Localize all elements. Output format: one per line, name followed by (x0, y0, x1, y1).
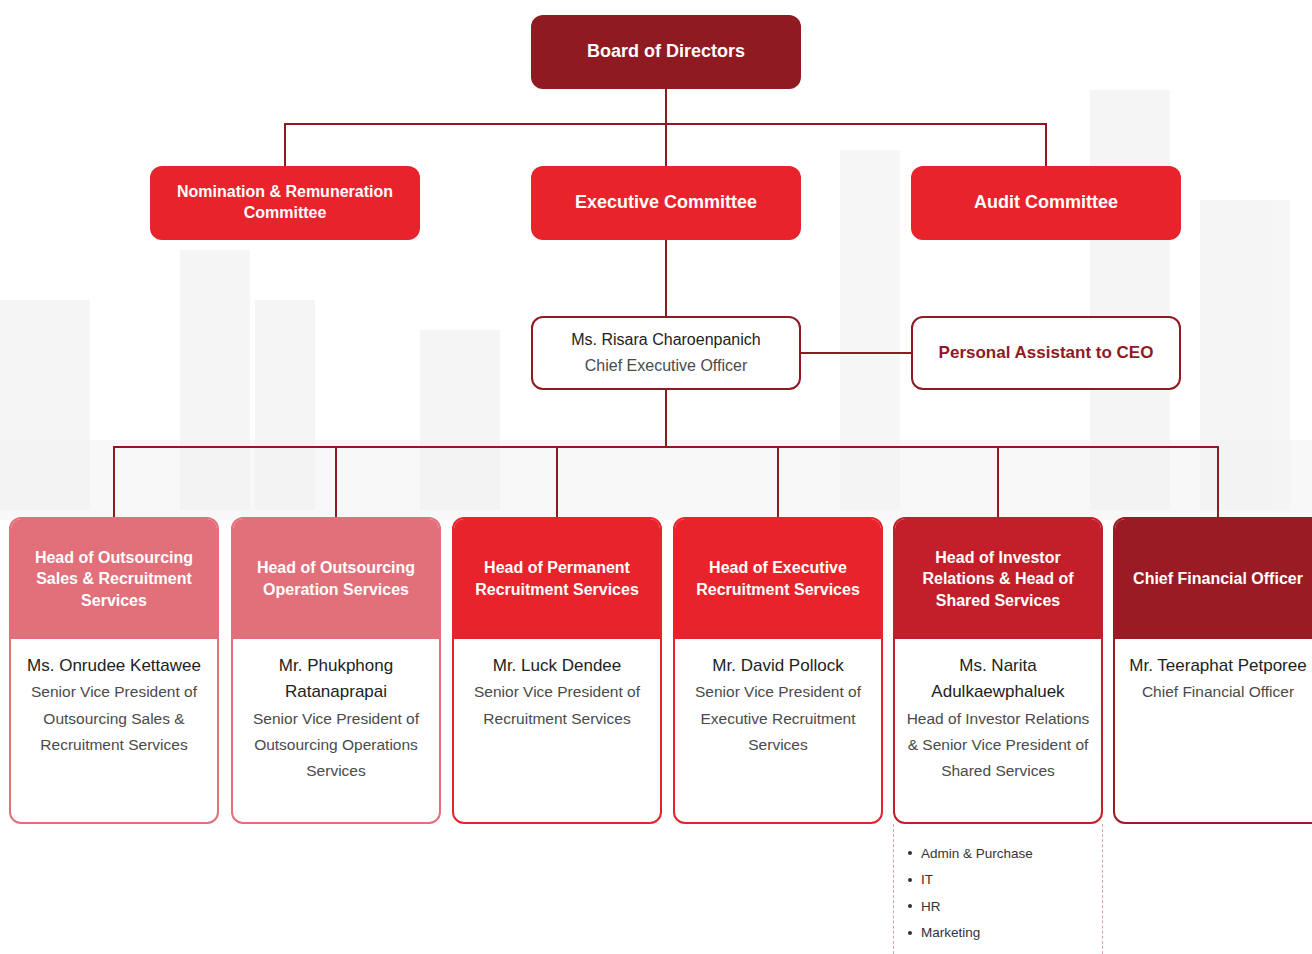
box-label: Executive Committee (575, 191, 757, 214)
person-title: Senior Vice President of Executive Recru… (683, 679, 873, 758)
committee-box: Nomination & Remuneration Committee (150, 166, 420, 240)
card-header: Head of Outsourcing Sales & Recruitment … (11, 519, 217, 639)
role-heading: Head of Executive Recruitment Services (687, 557, 869, 600)
org-connector (801, 352, 911, 354)
bullet-dot (908, 851, 912, 855)
executive-card: Head of Investor Relations & Head of Sha… (893, 517, 1103, 824)
card-body: Ms. Onrudee KettaweeSenior Vice Presiden… (11, 639, 217, 822)
card-header: Chief Financial Officer (1115, 519, 1312, 639)
executive-card: Chief Financial OfficerMr. Teeraphat Pet… (1113, 517, 1312, 824)
box-label: Personal Assistant to CEO (939, 342, 1154, 364)
list-item: IT (921, 872, 933, 887)
committee-box: Audit Committee (911, 166, 1181, 240)
org-connector (666, 89, 1046, 166)
card-body: Mr. Phukphong RatanaprapaiSenior Vice Pr… (233, 639, 439, 822)
shared-services-list: Admin & PurchaseIT HR Marketing (893, 824, 1103, 954)
person-title: Senior Vice President of Recruitment Ser… (462, 679, 652, 732)
card-body: Ms. Narita AdulkaewphaluekHead of Invest… (895, 639, 1101, 822)
card-header: Head of Investor Relations & Head of Sha… (895, 519, 1101, 639)
executive-card: Head of Outsourcing Sales & Recruitment … (9, 517, 219, 824)
card-body: Mr. David PollockSenior Vice President o… (675, 639, 881, 822)
person-name: Mr. Teeraphat Petporee (1123, 653, 1312, 679)
org-connector (114, 390, 666, 517)
executive-card: Head of Permanent Recruitment ServicesMr… (452, 517, 662, 824)
list-item: Admin & Purchase (921, 846, 1033, 861)
list-row: HR (908, 893, 1092, 920)
role-heading: Head of Outsourcing Sales & Recruitment … (23, 547, 205, 612)
bullet-dot (908, 904, 912, 908)
person-name: Ms. Onrudee Kettawee (19, 653, 209, 679)
org-connector (557, 390, 666, 517)
executive-card: Head of Outsourcing Operation ServicesMr… (231, 517, 441, 824)
list-item: HR (921, 899, 941, 914)
person-name: Mr. David Pollock (683, 653, 873, 679)
committee-box: Executive Committee (531, 166, 801, 240)
person-name: Ms. Narita Adulkaewphaluek (903, 653, 1093, 706)
role-heading: Head of Outsourcing Operation Services (245, 557, 427, 600)
person-title: Senior Vice President of Outsourcing Sal… (19, 679, 209, 758)
person-title: Chief Executive Officer (585, 353, 747, 379)
card-header: Head of Permanent Recruitment Services (454, 519, 660, 639)
role-heading: Head of Permanent Recruitment Services (466, 557, 648, 600)
org-connector (285, 89, 666, 166)
list-row: IT (908, 867, 1092, 894)
box-label: Board of Directors (587, 40, 745, 63)
card-body: Mr. Teeraphat PetporeeChief Financial Of… (1115, 639, 1312, 822)
person-name: Mr. Phukphong Ratanaprapai (241, 653, 431, 706)
org-connector (666, 390, 1218, 517)
person-title: Chief Financial Officer (1123, 679, 1312, 705)
list-row: Marketing (908, 920, 1092, 947)
person-title: Senior Vice President of Outsourcing Ope… (241, 706, 431, 785)
board-box: Board of Directors (531, 15, 801, 89)
role-heading: Head of Investor Relations & Head of Sha… (907, 547, 1089, 612)
ceo-box: Ms. Risara CharoenpanichChief Executive … (531, 316, 801, 390)
card-header: Head of Outsourcing Operation Services (233, 519, 439, 639)
bullet-dot (908, 931, 912, 935)
box-label: Audit Committee (974, 191, 1118, 214)
person-name: Mr. Luck Dendee (462, 653, 652, 679)
card-header: Head of Executive Recruitment Services (675, 519, 881, 639)
bullet-dot (908, 878, 912, 882)
assistant-box: Personal Assistant to CEO (911, 316, 1181, 390)
org-connector (666, 390, 998, 517)
list-item: Marketing (921, 925, 980, 940)
card-body: Mr. Luck DendeeSenior Vice President of … (454, 639, 660, 822)
executive-card: Head of Executive Recruitment ServicesMr… (673, 517, 883, 824)
org-connector (665, 240, 667, 316)
person-title: Head of Investor Relations & Senior Vice… (903, 706, 1093, 785)
box-label: Nomination & Remuneration Committee (162, 182, 408, 224)
org-connector (666, 390, 778, 517)
role-heading: Chief Financial Officer (1133, 568, 1303, 590)
person-name: Ms. Risara Charoenpanich (571, 327, 760, 353)
river-band (0, 440, 1312, 520)
org-connector (336, 390, 666, 517)
list-row: Admin & Purchase (908, 840, 1092, 867)
